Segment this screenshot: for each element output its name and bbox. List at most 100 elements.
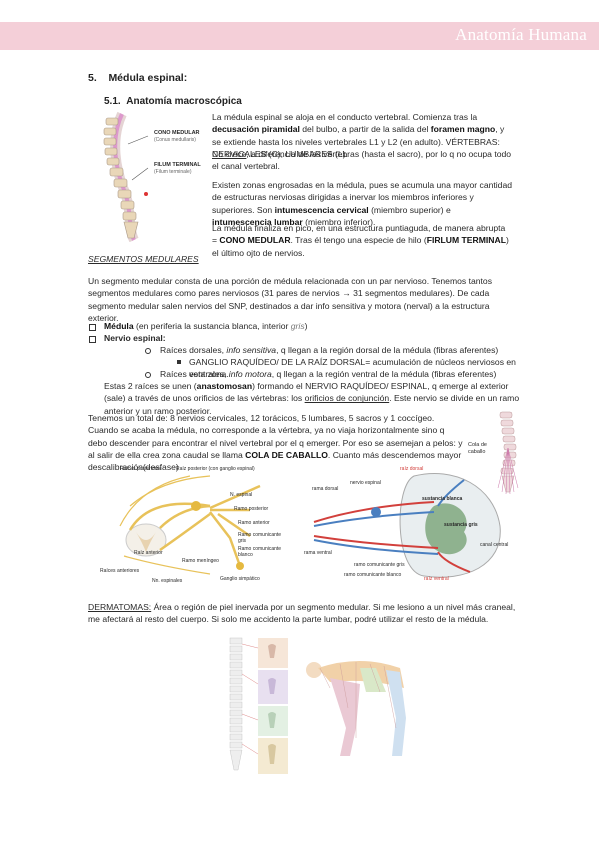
subsection-title: Anatomía macroscópica xyxy=(126,96,242,107)
nerve-label: Ramo posterior xyxy=(234,506,269,512)
text: Raíces ventrales, xyxy=(160,369,229,379)
nerve-label: N. espinal xyxy=(230,492,253,498)
label-cola-caballo-1: Cola de xyxy=(468,442,487,448)
cross-section-figure: raíz dorsal rama dorsal rama ventral ner… xyxy=(304,466,514,584)
circle-bullet xyxy=(145,348,151,354)
term-foramen: foramen magno xyxy=(430,124,496,135)
text: (miembro inferior). xyxy=(302,216,376,227)
nerve-label: Raíz anterior xyxy=(134,550,163,556)
term-info-sensitiva: info sensitiva xyxy=(226,345,277,355)
section-title: Médula espinal: xyxy=(108,72,188,84)
section-label: ramo comunicante blanco xyxy=(344,572,402,578)
text: (en periferia la sustancia blanca, inter… xyxy=(133,321,291,331)
section-label: raíz ventral xyxy=(424,576,449,582)
cola-caballo-figure: Cola de caballo xyxy=(468,408,532,498)
dermatome-chart-illustration xyxy=(229,637,288,774)
nerve-label: Ramo comunicante gris xyxy=(238,532,282,544)
text: del bulbo, a partir de la salida del xyxy=(299,124,431,135)
text: . Este nervio se divide en un ramo anter… xyxy=(104,393,520,416)
text: Raíces dorsales, xyxy=(160,345,227,355)
nerve-label: Ramo comunicante blanco xyxy=(238,546,282,558)
nerve-label: Nn. espinales xyxy=(152,578,183,584)
text: . Tras él tengo una especie de hilo ( xyxy=(290,235,427,246)
text: (miembro superior) e xyxy=(368,204,451,215)
item-raices-ventrales: Raíces ventrales, info motora, q llegan … xyxy=(160,368,510,380)
text: La médula espinal se aloja en el conduct… xyxy=(212,112,478,122)
text: Tenemos un total de: 8 nervios cervicale… xyxy=(88,413,463,460)
cross-section-illustration xyxy=(313,472,501,578)
square-bullet xyxy=(89,336,96,343)
text: Área o región de piel inervada por un se… xyxy=(88,602,516,625)
nerve-label: Raíces posteriores xyxy=(120,466,162,472)
text: . Cuanto más descendemos mayor descalibr… xyxy=(88,449,462,473)
section-number: 5. xyxy=(88,72,97,84)
dermatomas-heading: DERMATOMAS: xyxy=(88,602,152,612)
dermatome-body-illustration xyxy=(306,661,406,756)
item-medula: Médula (en periferia la sustancia blanca… xyxy=(104,320,308,332)
spinal-nerve-figure: Raíces posteriores Raíz posterior (con g… xyxy=(100,466,290,586)
term-filum-terminal: FIRLUM TERMINAL xyxy=(426,235,506,246)
label-cola-caballo-2: caballo xyxy=(468,449,486,455)
term-no-crece: No crece xyxy=(212,149,247,159)
section-label: ramo comunicante gris xyxy=(354,562,405,568)
header-bar: Anatomía Humana xyxy=(0,22,599,50)
text: ) el último ojto de nervios. xyxy=(212,235,509,258)
section-label: sustancia blanca xyxy=(422,496,463,502)
section-label: canal central xyxy=(480,542,509,548)
section-label: rama dorsal xyxy=(312,486,339,492)
intro-paragraph-2: No crece, a diferencia de las vértebras … xyxy=(212,148,512,173)
item-raices-dorsales: Raíces dorsales, info sensitiva, q llega… xyxy=(160,344,510,356)
text: , q llegan a la región dorsal de la médu… xyxy=(276,345,499,355)
text: ) xyxy=(304,321,308,331)
item-ganglio: GANGLIO RAQUÍDEO/ DE LA RAÍZ DORSAL= acu… xyxy=(189,357,516,380)
term-intumescencia-cervical: intumescencia cervical xyxy=(274,204,369,215)
dermatomas-paragraph: DERMATOMAS: Área o región de piel inerva… xyxy=(88,601,518,626)
square-small-bullet xyxy=(177,360,181,364)
text: ) formando el NERVIO RAQUÍDEO/ ESPINAL, … xyxy=(104,381,509,404)
term-orificios: orificios de conjunción xyxy=(304,393,390,404)
dermatome-chart-figure xyxy=(222,634,292,780)
section-label: sustancia gris xyxy=(444,522,478,528)
label-filum-terminal: FILUM TERMINAL xyxy=(154,162,201,168)
text: , q llegan a la región ventral de la méd… xyxy=(271,369,497,379)
term-info-motora: info motora xyxy=(228,369,272,379)
text: Estas 2 raíces se unen ( xyxy=(104,381,197,391)
text: , a diferencia de las vértebras (hasta e… xyxy=(212,149,512,172)
header-title: Anatomía Humana xyxy=(455,25,587,44)
term-decusacion: decusación piramidal xyxy=(212,124,300,135)
nerve-label: Raíz posterior (con ganglio espinal) xyxy=(176,466,255,472)
total-paragraph: Tenemos un total de: 8 nervios cervicale… xyxy=(88,412,464,473)
term-cono-medular: CONO MEDULAR xyxy=(219,235,291,246)
term-gris: gris xyxy=(290,321,305,331)
label-filum-terminal-sub: (Filum terminale) xyxy=(154,169,192,175)
union-paragraph: Estas 2 raíces se unen (anastomosan) for… xyxy=(104,380,520,417)
intro-paragraph-3: Existen zonas engrosadas en la médula, p… xyxy=(212,179,512,228)
label-cono-medular: CONO MEDULAR xyxy=(154,130,200,136)
nerve-label: Ramo meníngeo xyxy=(182,558,219,564)
spinal-cord-figure: CONO MEDULAR (Conus medullaris) FILUM TE… xyxy=(88,110,208,243)
section-label: raíz dorsal xyxy=(400,466,424,472)
intro-paragraph-1: La médula espinal se aloja en el conduct… xyxy=(212,111,512,160)
term-anastomosan: anastomosan xyxy=(196,381,253,391)
square-bullet xyxy=(89,324,96,331)
label-cono-medular-sub: (Conus medullaris) xyxy=(154,137,196,143)
cola-caballo-illustration xyxy=(497,411,519,495)
segmentos-heading: SEGMENTOS MEDULARES xyxy=(88,254,199,264)
text: Existen zonas engrosadas en la médula, p… xyxy=(212,180,513,215)
term-cola-caballo: COLA DE CABALLO xyxy=(245,449,328,460)
section-label: nervio espinal xyxy=(350,480,381,486)
text: , y se extiende hasta los niveles verteb… xyxy=(212,124,505,159)
text: La médula finaliza en pico, en una estru… xyxy=(212,223,506,246)
nerve-label: Raíces anteriores xyxy=(100,568,140,574)
item-nervio-espinal: Nervio espinal: xyxy=(104,333,166,343)
nerve-label: Ganglio simpático xyxy=(220,576,260,582)
subsection-number: 5.1. xyxy=(104,96,121,107)
circle-bullet xyxy=(145,372,151,378)
term-medula: Médula xyxy=(104,321,134,331)
section-heading: 5. Médula espinal: xyxy=(88,72,187,84)
term-intumescencia-lumbar: intumescencia lumbar xyxy=(212,216,303,227)
subsection-heading: 5.1. Anatomía macroscópica xyxy=(104,96,242,107)
dermatome-body-figure xyxy=(300,648,426,762)
spinal-cord-illustration xyxy=(103,111,149,243)
segmentos-paragraph: Un segmento medular consta de una porció… xyxy=(88,276,492,323)
